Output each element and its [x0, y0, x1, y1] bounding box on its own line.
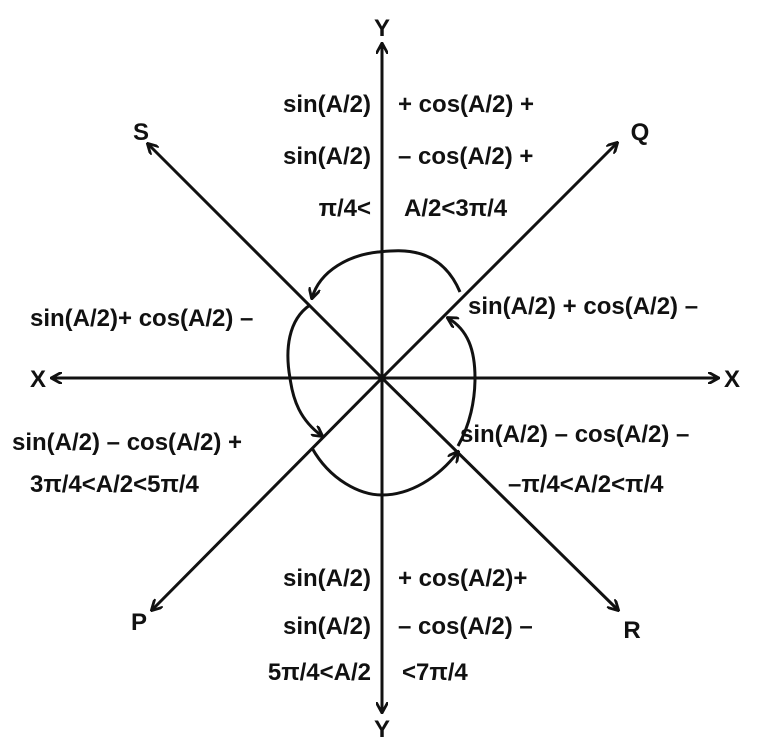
label-y-top: Y — [374, 15, 390, 42]
right-lower-expr: sin(A/2) – cos(A/2) – — [460, 421, 689, 448]
label-p: P — [131, 609, 147, 636]
top-range-right: A/2<3π/4 — [404, 195, 508, 222]
curve-arrow-right — [448, 318, 477, 447]
bottom-row2-right: – cos(A/2) – — [398, 613, 533, 640]
top-row1-left: sin(A/2) — [283, 91, 371, 118]
left-range: 3π/4<A/2<5π/4 — [30, 471, 200, 498]
bottom-range-left: 5π/4<A/2 — [268, 659, 371, 686]
label-r: R — [623, 617, 640, 644]
top-row2-left: sin(A/2) — [283, 143, 371, 170]
label-s: S — [133, 119, 149, 146]
left-upper-expr: sin(A/2)+ cos(A/2) – — [30, 305, 253, 332]
diagonal-p — [152, 376, 384, 610]
label-x-right: X — [724, 366, 740, 393]
bottom-row2-left: sin(A/2) — [283, 613, 371, 640]
diagonal-q — [380, 143, 617, 380]
top-range-left: π/4< — [319, 195, 371, 222]
bottom-row1-right: + cos(A/2)+ — [398, 565, 527, 592]
curve-arrow-top — [312, 249, 462, 298]
top-row2-right: – cos(A/2) + — [398, 143, 533, 170]
curve-arrow-bottom — [310, 447, 458, 497]
label-x-left: X — [30, 366, 46, 393]
right-upper-expr: sin(A/2) + cos(A/2) – — [468, 293, 698, 320]
right-range: –π/4<A/2<π/4 — [508, 471, 664, 498]
label-y-bottom: Y — [374, 716, 390, 742]
bottom-row1-left: sin(A/2) — [283, 565, 371, 592]
left-lower-expr: sin(A/2) – cos(A/2) + — [12, 429, 242, 456]
diagonal-s — [148, 144, 384, 380]
bottom-range-right: <7π/4 — [402, 659, 468, 686]
top-row1-right: + cos(A/2) + — [398, 91, 534, 118]
diagonal-r — [380, 376, 618, 610]
curve-arrow-left — [286, 303, 322, 436]
label-q: Q — [631, 119, 650, 146]
